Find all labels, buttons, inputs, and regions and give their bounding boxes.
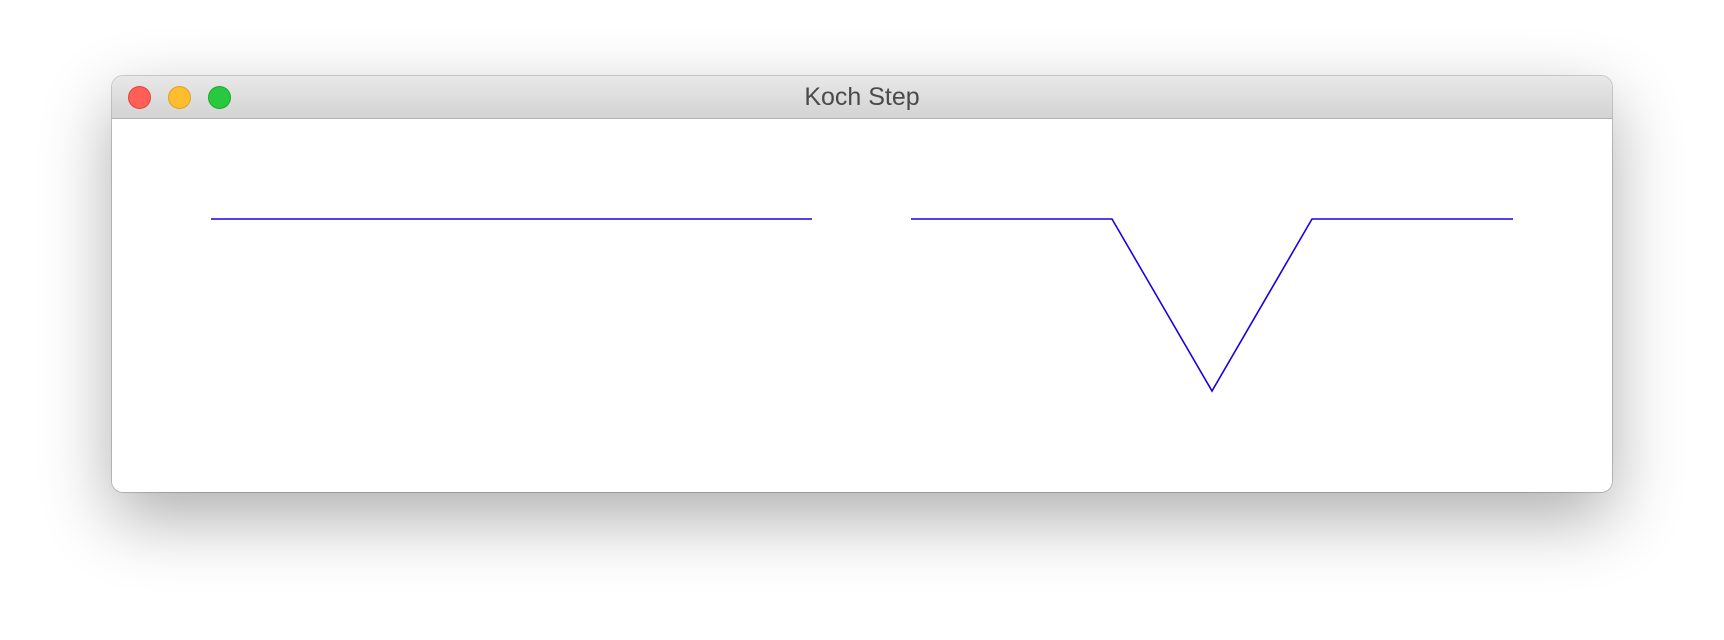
close-button[interactable]: [128, 86, 151, 109]
koch-step-segment-line: [911, 218, 1513, 393]
app-window: Koch Step: [112, 76, 1612, 492]
window-title: Koch Step: [804, 83, 920, 111]
title-bar[interactable]: Koch Step: [112, 76, 1612, 119]
zoom-button[interactable]: [208, 86, 231, 109]
drawing-canvas: [112, 119, 1612, 492]
koch-drawing: [211, 218, 1513, 393]
minimize-button[interactable]: [168, 86, 191, 109]
